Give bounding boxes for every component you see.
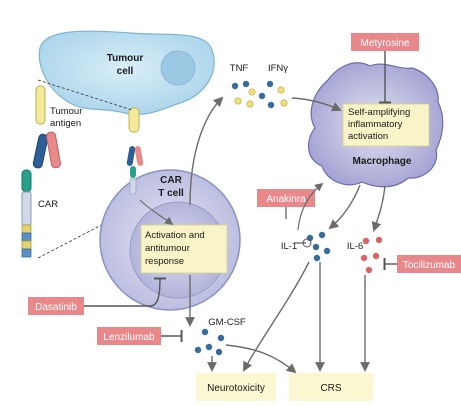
- car-label: CAR: [38, 199, 58, 210]
- gmcsf-label: GM-CSF: [208, 317, 246, 328]
- crs-box: [289, 373, 373, 401]
- cytokine-dot: [267, 101, 275, 109]
- tocilizumab-box: [397, 255, 461, 273]
- arrow-il1-to-macrophage: [297, 182, 324, 231]
- cytokine-dot: [234, 97, 242, 105]
- macrophage-label: Macrophage: [353, 156, 412, 167]
- arrow-macrophage-to-il1: [328, 184, 361, 230]
- tcell-label-line1: CAR: [160, 175, 182, 186]
- anakinra-label: Anakinra: [266, 194, 306, 205]
- cytokine-dot: [258, 92, 266, 100]
- cytokine-dot: [246, 100, 254, 108]
- il6-cytokine-cluster: [360, 236, 383, 274]
- dasatinib-label: Dasatinib: [35, 302, 77, 313]
- antigen-label-line2: antigen: [50, 118, 81, 129]
- arrow-gmcsf-to-crs: [225, 344, 297, 374]
- tumour-nucleus: [160, 50, 196, 86]
- self-amp-line2: inflammatory: [348, 119, 403, 130]
- tumour-antigen-enlarged: [35, 85, 46, 125]
- crs-label: CRS: [320, 383, 341, 394]
- metyrosine-label: Metyrosine: [361, 38, 410, 49]
- drug-lenzilumab: Lenzilumab: [97, 327, 161, 345]
- cytokine-dot: [372, 252, 380, 260]
- activation-line2: antitumour: [145, 243, 190, 254]
- arrow-tcell-to-tnf: [189, 96, 224, 206]
- drug-tocilizumab: Tocilizumab: [397, 255, 461, 273]
- cytokine-dot: [312, 243, 320, 251]
- cytokine-dot: [248, 88, 256, 96]
- tnf-ifng-cytokine-cluster: [231, 80, 288, 109]
- activation-box: [140, 224, 228, 274]
- drug-dasatinib: Dasatinib: [28, 297, 84, 315]
- self-amp-line1: Self-amplifying: [348, 107, 410, 118]
- il1-receptor-icon: [302, 238, 312, 248]
- car-receptor-enlarged: [21, 85, 61, 258]
- tumour-label-line1: Tumour: [107, 53, 144, 64]
- self-amplifying-box: [342, 103, 430, 147]
- activation-line3: response: [145, 256, 184, 267]
- cytokine-dot: [205, 343, 213, 351]
- tumour-label-line2: cell: [117, 66, 134, 77]
- lenzilumab-box: [97, 327, 161, 345]
- self-amp-line3: activation: [348, 131, 388, 142]
- zoom-line-top: [37, 79, 133, 111]
- activation-line1: Activation and: [145, 230, 205, 241]
- cytokine-dot: [280, 99, 288, 107]
- gmcsf-cytokine-cluster: [194, 328, 225, 356]
- arrow-il1-to-neurotoxicity: [243, 261, 310, 372]
- cytokine-dot: [318, 231, 326, 239]
- cytokine-dot: [194, 346, 202, 354]
- lenzilumab-label: Lenzilumab: [103, 332, 155, 343]
- neurotoxicity-label: Neurotoxicity: [207, 383, 265, 394]
- inhibit-dasatinib: [84, 277, 167, 307]
- cytokine-dot: [362, 237, 370, 245]
- cytokine-dot: [215, 348, 223, 356]
- metyrosine-box: [351, 33, 419, 51]
- il1-label: IL-1: [281, 241, 297, 252]
- cytokine-dot: [231, 82, 239, 90]
- anakinra-box: [257, 189, 315, 207]
- neurotoxicity-box: [196, 373, 276, 401]
- arrow-macrophage-to-il6: [371, 185, 386, 232]
- antigen-label-line1: Tumour: [50, 106, 82, 117]
- cytokine-dot: [242, 80, 250, 88]
- cytokine-dot: [277, 86, 285, 94]
- tnf-label: TNF: [230, 63, 249, 74]
- drug-metyrosine: Metyrosine: [351, 33, 419, 51]
- dasatinib-box: [28, 297, 84, 315]
- arrow-tnf-to-macrophage: [291, 97, 342, 112]
- car-on-tcell: [126, 146, 144, 195]
- cytokine-dot: [360, 254, 368, 262]
- tumour-antigen-small: [128, 107, 140, 133]
- tumour-cell: Tumour cell: [38, 30, 215, 116]
- cytokine-dot: [266, 80, 274, 88]
- drug-anakinra: Anakinra: [257, 189, 315, 207]
- ifng-label: IFNγ: [268, 63, 288, 74]
- cytokine-dot: [365, 266, 373, 274]
- tocilizumab-label: Tocilizumab: [403, 260, 456, 271]
- il1-cytokine-cluster: [306, 231, 331, 262]
- cytokine-dot: [217, 334, 225, 342]
- arrow-car-to-activation: [139, 199, 174, 226]
- cytokine-dot: [313, 254, 321, 262]
- cytokine-dot: [323, 247, 331, 255]
- cytokine-dot: [201, 328, 209, 336]
- cytokine-dot: [375, 236, 383, 244]
- il6-label: IL-6: [347, 241, 363, 252]
- tcell-label-line2: T cell: [158, 188, 184, 199]
